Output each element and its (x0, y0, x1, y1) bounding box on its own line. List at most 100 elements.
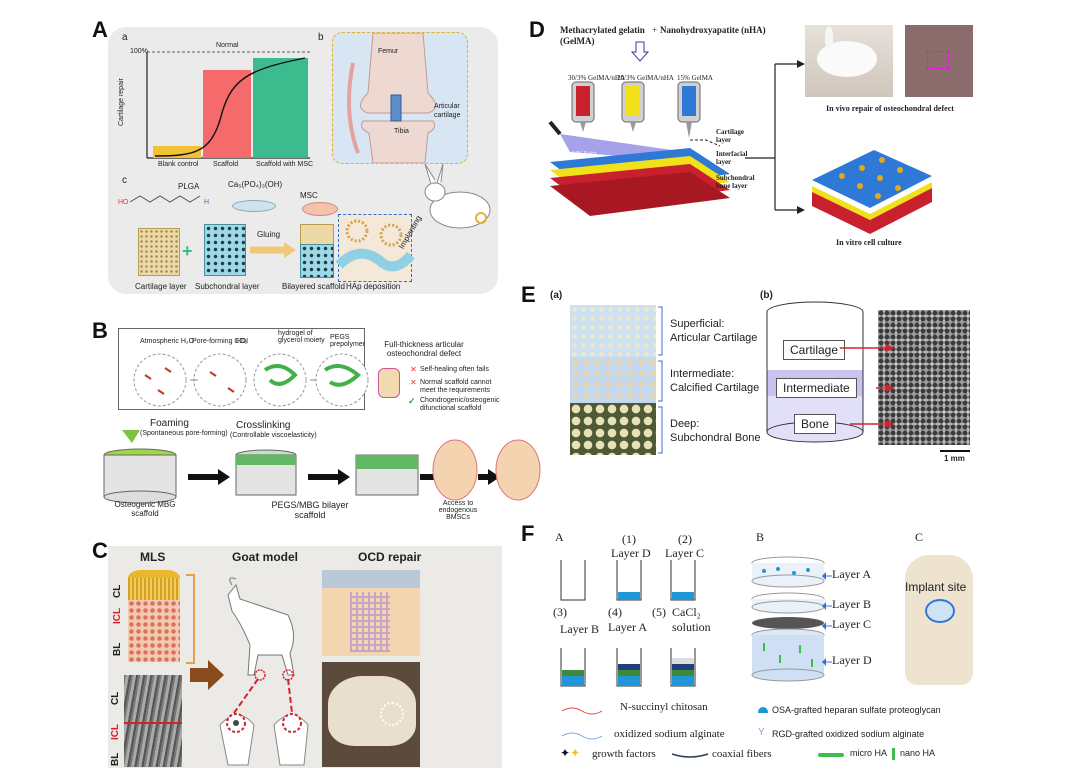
legend-hydrogel: hydrogel of glycerol moiety (278, 330, 325, 344)
mls-bl: BL (112, 642, 123, 656)
legend-nano-ha: nano HA (900, 748, 936, 758)
zone-intermediate (570, 357, 656, 403)
cartilage-layer-block (138, 228, 180, 276)
zone-deep (570, 403, 656, 455)
f-sub-c: C (915, 530, 924, 544)
legend-osa: OSA-grafted heparan sulfate proteoglycan (772, 705, 941, 715)
step-label-solution: solution (672, 620, 711, 634)
subchondral-layer-block (204, 224, 246, 276)
invitro-label: In vitro cell culture (836, 238, 902, 247)
cross-icon-1: ✕ (410, 365, 417, 374)
rabbit-sketch (424, 163, 491, 229)
bilayer-top-block (300, 224, 334, 246)
legend-pegs: PEGS prepolymer (330, 334, 366, 348)
scaffold-grid-illustration (812, 150, 932, 234)
d-branch-lines (745, 60, 805, 214)
nozzle-label-1: 30/3% GelMA/nHA (568, 74, 625, 82)
legend-micro-ha-icon (818, 753, 844, 757)
zone-intermediate-sub: Calcified Cartilage (670, 382, 760, 394)
layer-cartilage: Cartilage layer (716, 128, 744, 144)
bioprinter-illustration (548, 81, 730, 216)
legend-coaxial-icon (671, 753, 709, 758)
zone-brackets (658, 306, 663, 454)
legend-coaxial: coaxial fibers (712, 748, 772, 760)
knee-implant-illustration (905, 555, 973, 685)
bar-scaffold (203, 70, 251, 158)
defect-item-2: Normal scaffold cannot meet the requirem… (420, 379, 492, 394)
panel-b-letter: B (92, 318, 108, 343)
panel-a-y100: 100% (130, 48, 148, 55)
plus-icon: + (182, 241, 193, 261)
panel-e-sub-b: (b) (760, 290, 773, 301)
label-bilayered-scaffold: Bilayered scaffold (282, 282, 345, 291)
goat-illustration (219, 577, 309, 766)
legend-osa-icon (758, 707, 768, 713)
f-sub-b: B (756, 530, 765, 544)
step-2: (2) (678, 532, 692, 546)
sem-interface-line (124, 722, 182, 724)
msc-label: MSC (300, 191, 318, 200)
scaffold1-label: Osteogenic MBG scaffold (114, 500, 176, 518)
gelma-abbrev: (GelMA) (560, 36, 595, 46)
implant-site-label: Implant site (905, 580, 967, 594)
panel-c-letter: C (92, 538, 108, 563)
mls-sem-image (124, 675, 182, 767)
legend-rgd-icon: Y (758, 727, 765, 738)
legend-co2: Pore-forming CO₂ (192, 338, 248, 345)
label-subchondral-layer: Subchondral layer (195, 282, 260, 291)
down-arrow-icon (630, 41, 650, 62)
box-bone: Bone (794, 414, 837, 434)
step-4: (4) (608, 605, 622, 619)
nozzle-label-3: 15% GelMA (677, 74, 713, 82)
articular-label: Articular (434, 103, 460, 110)
bar-label-scaffold-msc: Scaffold with MSC (256, 161, 314, 168)
mls-icl: ICL (112, 607, 123, 624)
nha-label: Nanohydroxyapatite (nHA) (660, 25, 766, 35)
box-cartilage: Cartilage (783, 340, 846, 360)
layer-arrows (822, 572, 832, 666)
cartilage-label: cartilage (434, 112, 461, 119)
ocd-title: OCD repair (358, 550, 422, 564)
step-label-layer-c: Layer C (665, 546, 704, 560)
knee-illustration (332, 32, 468, 164)
sem-scaffold-image (878, 310, 970, 445)
layer-a-label: Layer A (832, 567, 871, 581)
step-3: (3) (553, 605, 567, 619)
legend-hdi: HDI (236, 338, 249, 345)
femur-label: Femur (378, 48, 399, 55)
box-intermediate: Intermediate (776, 378, 857, 398)
sem-icl: ICL (110, 723, 121, 740)
panel-e-letter: E (521, 282, 536, 307)
panel-a-sub-a: a (122, 32, 128, 43)
rabbit-photo (805, 25, 893, 97)
mls-cartilage-layer (128, 578, 180, 600)
plus-sign: + (652, 25, 658, 35)
sem-bl: BL (110, 752, 121, 766)
step-1: (1) (622, 532, 636, 546)
mls-bone-layer (128, 600, 180, 662)
foaming-label: Foaming (150, 418, 189, 429)
zone-deep-sub: Subchondral Bone (670, 432, 761, 444)
foaming-sub: (Spontaneous pore-forming) (140, 430, 228, 437)
panel-e-sub-a: (a) (550, 290, 563, 301)
legend-nano-ha-icon (892, 748, 895, 760)
mls-bracket (186, 574, 195, 664)
panel-a-ylabel: Cartilage repair (118, 78, 125, 126)
bar-blank-control (153, 146, 201, 158)
panel-a-normal: Normal (216, 42, 239, 49)
panel-a-letter: A (92, 17, 108, 42)
goat-title: Goat model (232, 550, 299, 564)
crosslinking-sub: (Controllable viscoelasticity) (230, 432, 317, 439)
layer-c-label: Layer C (832, 617, 871, 631)
bioprinting-flow (103, 430, 541, 504)
hap-deposition-zoom (335, 214, 415, 282)
zone-superficial-sub: Articular Cartilage (670, 332, 758, 344)
defect-item-3: Chondrogenic/osteogenic difunctional sca… (420, 397, 500, 412)
legend-rgd: RGD-grafted oxidized sodium alginate (772, 729, 925, 739)
gluing-label: Gluing (257, 230, 281, 239)
mls-title: MLS (140, 550, 166, 564)
layer-b-label: Layer B (832, 597, 871, 611)
defect-title: Full-thickness articular osteochondral d… (384, 340, 464, 358)
sem-cl: CL (110, 691, 121, 705)
layer-d-label: Layer D (832, 653, 872, 667)
